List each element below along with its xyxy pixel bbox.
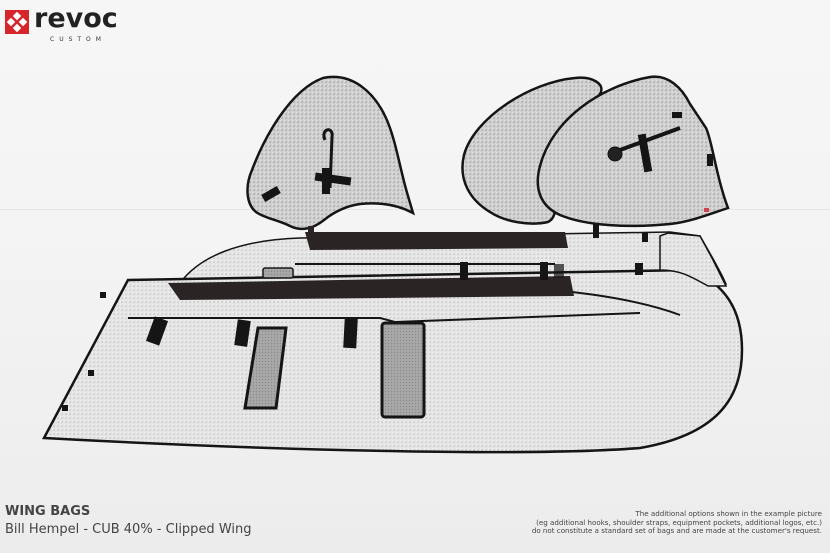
product-title: WING BAGS [5,504,91,519]
logo-mark-icon [5,10,29,34]
backdrop-horizon [0,209,830,210]
wingtip-cover-left [246,75,416,231]
disclaimer-line: do not constitute a standard set of bags… [531,526,822,536]
disclaimer-line: (eg additional hooks, shoulder straps, e… [536,517,822,527]
wing-bag-main [41,224,744,454]
product-subtitle: Bill Hempel - CUB 40% - Clipped Wing [5,522,252,537]
disclaimer-line: The additional options shown in the exam… [635,509,822,518]
brand-tagline: CUSTOM [50,36,106,43]
brand-name: revoc [34,3,118,34]
disclaimer-note: The additional options shown in the exam… [531,509,822,536]
wingtip-cover-right-front [536,75,730,228]
